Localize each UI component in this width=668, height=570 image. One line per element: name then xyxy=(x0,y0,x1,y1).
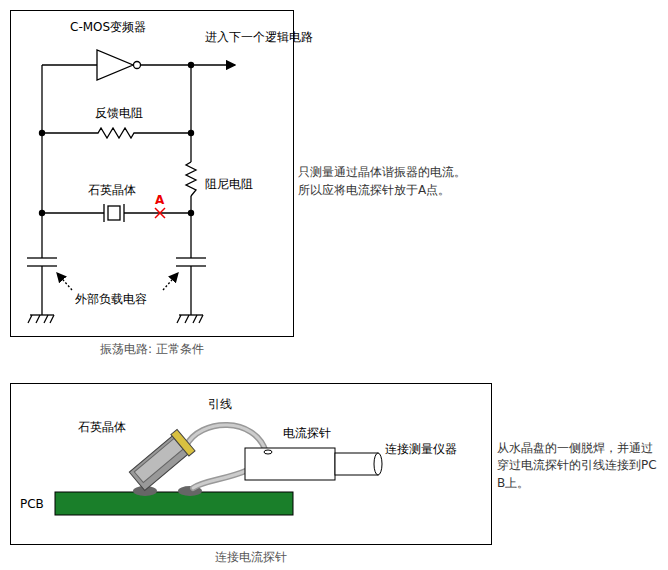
current-probe xyxy=(245,448,335,480)
cut-mark xyxy=(155,208,165,218)
inverter-symbol xyxy=(97,50,133,80)
label: 连接测量仪器 xyxy=(385,442,457,457)
label: 反馈电阻 xyxy=(95,106,143,121)
label: 从水晶盘的一侧脱焊，并通过穿过电流探针的引线连接到PCB上。 xyxy=(497,440,663,492)
label: 阻尼电阻 xyxy=(205,177,253,192)
panel-frame: 连接电流探针 xyxy=(10,383,492,545)
resistor-symbol xyxy=(42,128,191,138)
label: 所以应将电流探针放于A点。 xyxy=(298,183,450,198)
label: A xyxy=(155,193,164,208)
panel-caption: 连接电流探针 xyxy=(11,549,491,566)
label: 石英晶体 xyxy=(78,420,126,435)
label: C-MOS变频器 xyxy=(70,20,146,35)
crystal-package xyxy=(128,429,195,492)
label: 进入下一个逻辑电路 xyxy=(205,30,313,45)
label: 电流探针 xyxy=(283,426,331,441)
resistor-symbol xyxy=(186,162,196,196)
label: 只测量通过晶体谐振器的电流。 xyxy=(298,165,466,180)
panel-caption: 振荡电路: 正常条件 xyxy=(11,341,293,358)
label: 引线 xyxy=(208,397,232,412)
label: PCB xyxy=(20,497,44,512)
probe-illustration xyxy=(55,425,382,515)
panel-frame: 振荡电路: 正常条件 xyxy=(10,10,294,337)
oscillator-schematic xyxy=(27,50,235,323)
crystal-symbol xyxy=(108,206,120,220)
pcb xyxy=(55,492,293,515)
label: 外部负载电容 xyxy=(75,292,147,307)
label: 石英晶体 xyxy=(88,183,136,198)
